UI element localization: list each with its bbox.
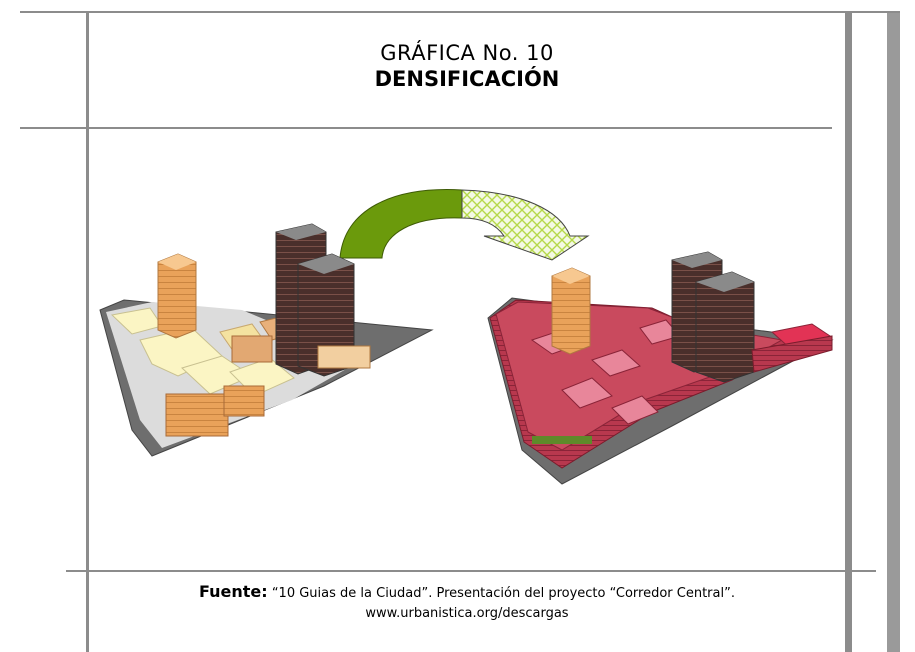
caption-separator-rule <box>66 570 876 572</box>
top-rule <box>20 11 900 13</box>
densification-figure <box>99 189 834 485</box>
right-vertical-rule <box>845 12 852 652</box>
source-caption: Fuente: “10 Guias de la Ciudad”. Present… <box>92 582 842 624</box>
right-edge-bar <box>887 12 900 652</box>
title-separator-rule <box>20 127 832 129</box>
source-line: Fuente: “10 Guias de la Ciudad”. Present… <box>92 582 842 604</box>
figure-title: DENSIFICACIÓN <box>374 67 560 91</box>
before-block <box>99 223 434 457</box>
source-url[interactable]: www.urbanistica.org/descargas <box>365 606 569 621</box>
source-text: “10 Guias de la Ciudad”. Presentación de… <box>271 586 735 601</box>
after-block <box>487 251 834 485</box>
left-vertical-rule <box>86 12 89 652</box>
source-label: Fuente: <box>199 582 268 601</box>
title-block: GRÁFICA No. 10 DENSIFICACIÓN <box>92 40 842 92</box>
curved-arrow-icon <box>339 189 590 261</box>
figure-number: GRÁFICA No. 10 <box>380 41 554 65</box>
